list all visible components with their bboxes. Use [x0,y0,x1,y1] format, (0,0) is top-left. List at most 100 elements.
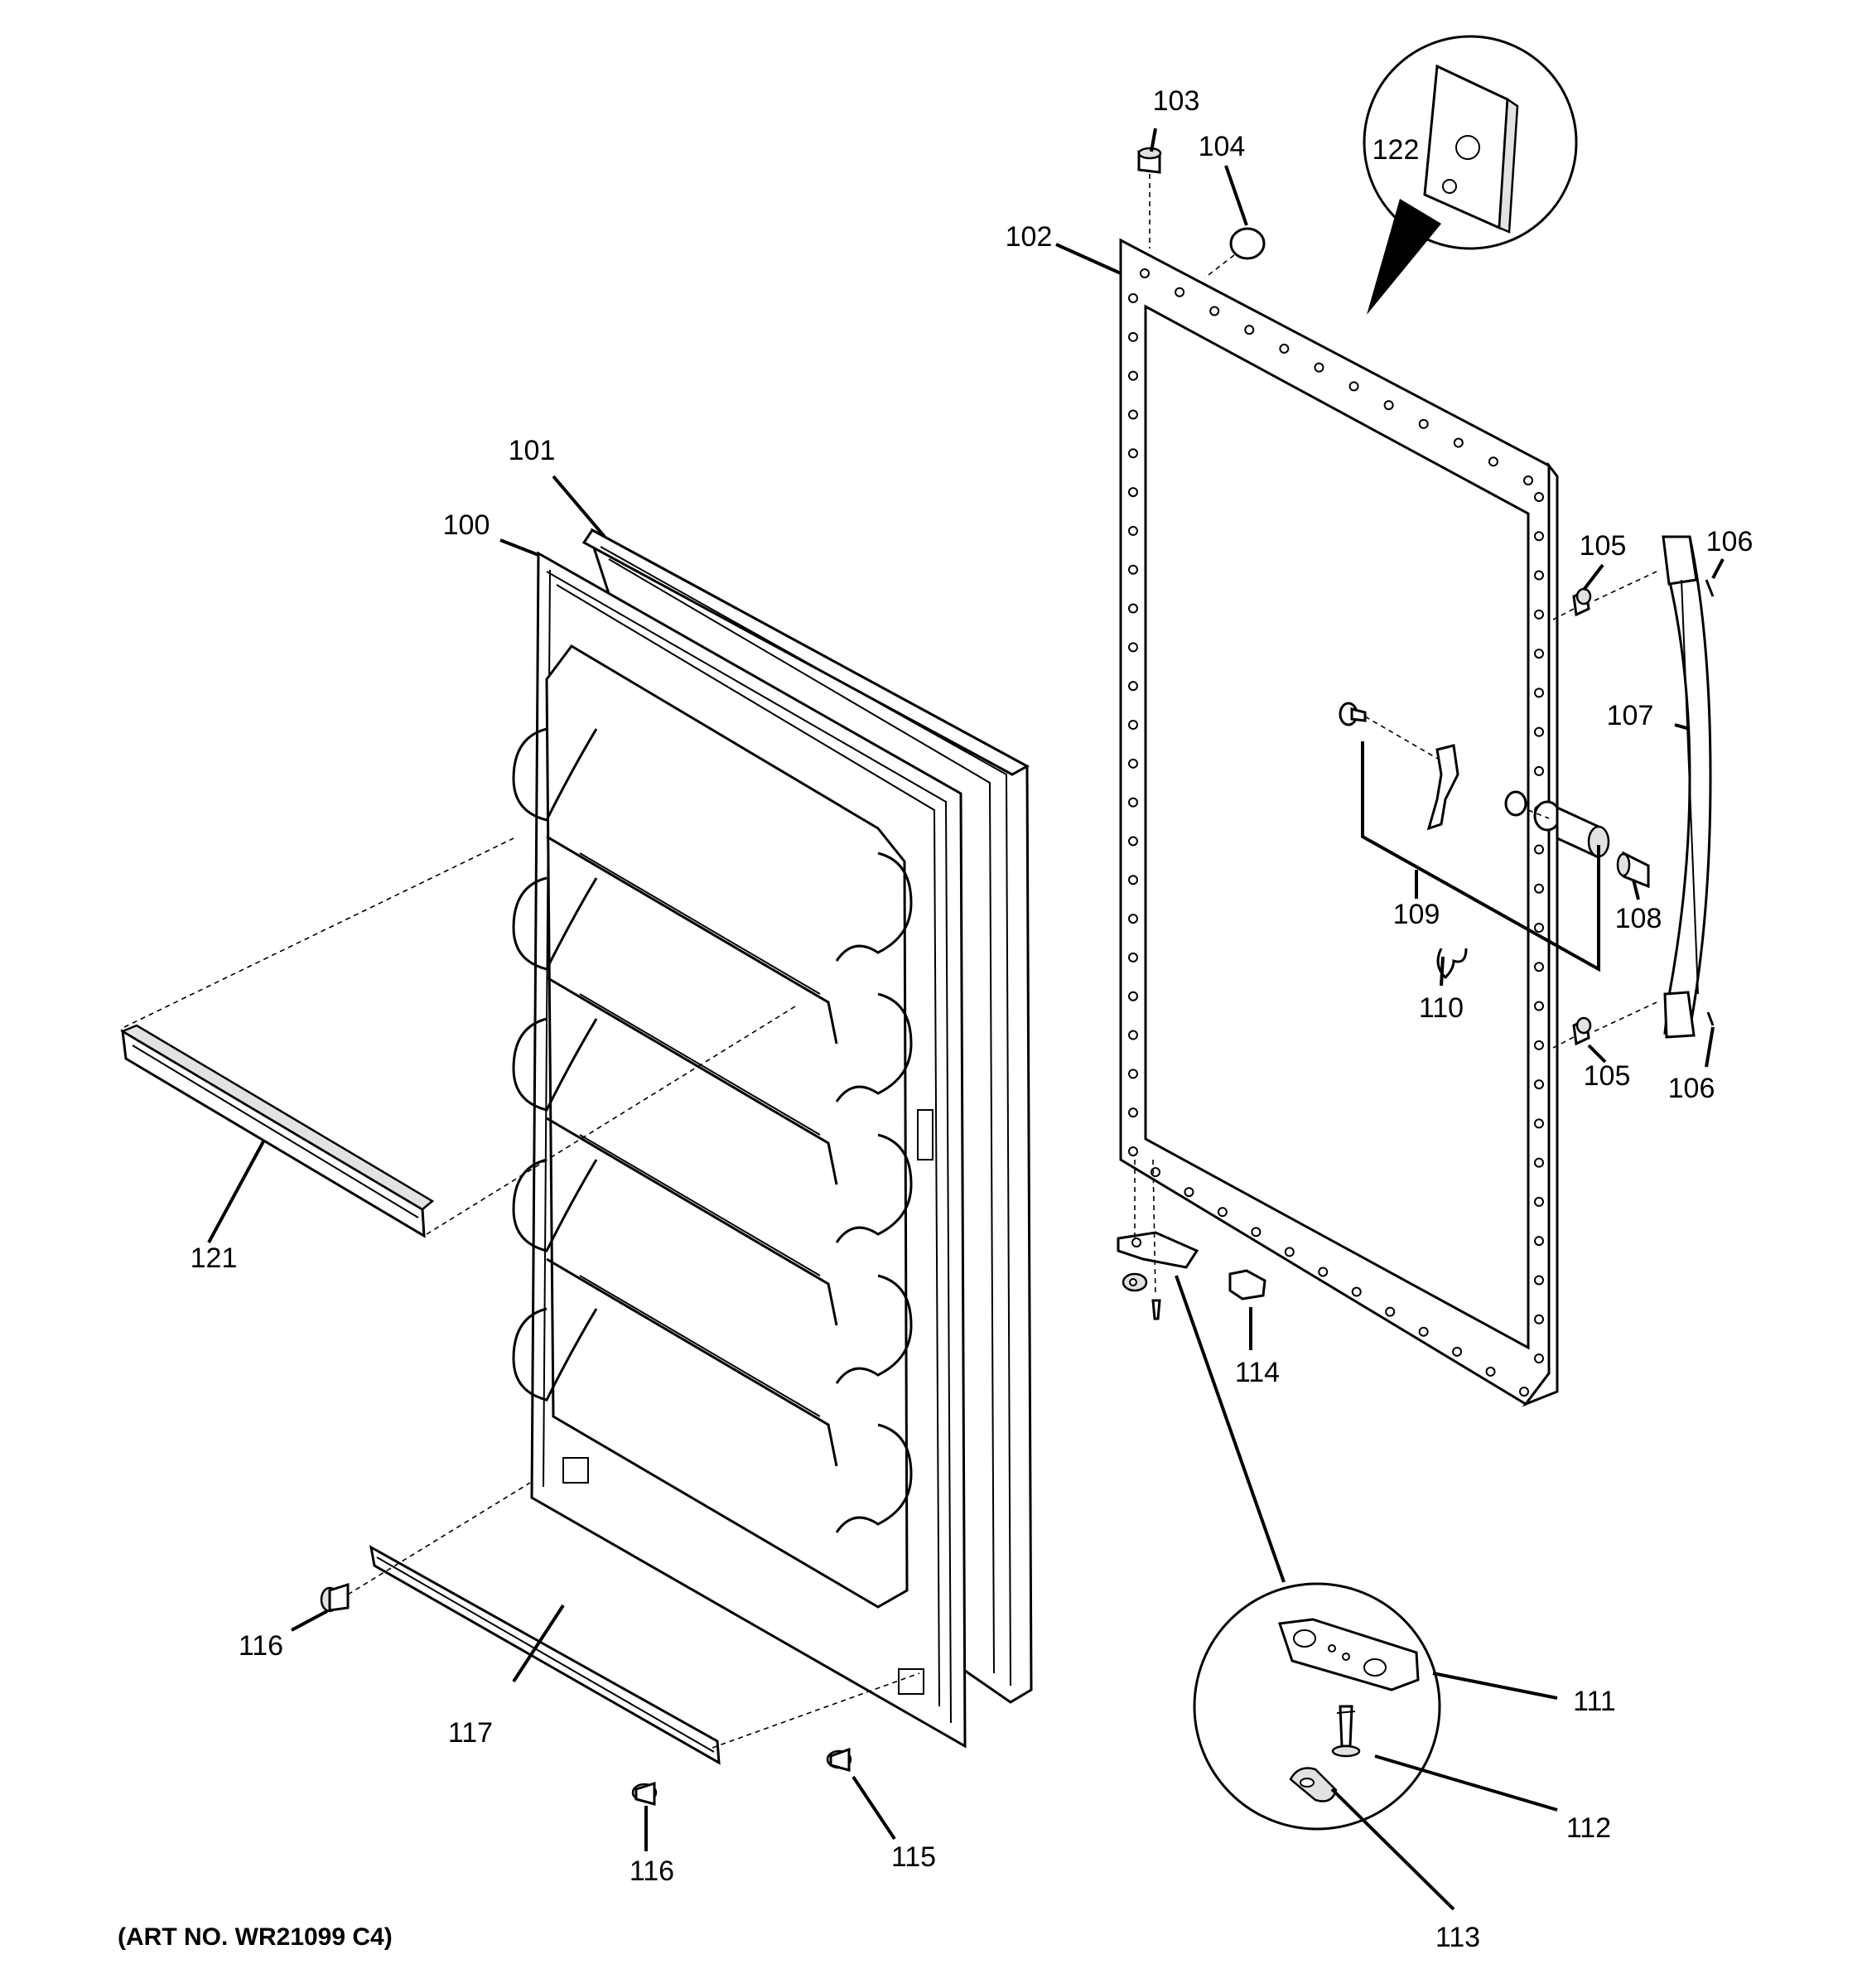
mounting-hole [1128,1069,1138,1079]
mounting-hole [1534,1157,1544,1168]
mounting-hole [1244,325,1255,335]
mounting-hole [1488,456,1498,467]
door-liner [512,551,967,1749]
mounting-hole [1140,268,1150,278]
callout-116-bottom: 116 [630,1855,674,1887]
bottom-trim-bar [369,1545,721,1765]
callout-labels: 101 100 102 103 104 122 105 106 107 108 … [118,85,1753,1953]
mounting-hole [1534,1079,1544,1090]
inset-control-circle [1363,35,1578,315]
mounting-hole [1184,1187,1194,1198]
callout-122: 122 [1373,134,1420,166]
mounting-hole [1251,1227,1262,1238]
mounting-hole [1209,306,1220,316]
callout-109: 109 [1393,899,1440,930]
mounting-hole [1128,797,1138,808]
mounting-hole [1485,1366,1496,1377]
mounting-hole [1128,331,1138,342]
mounting-hole [1128,370,1138,381]
callout-108: 108 [1615,903,1662,934]
mounting-hole [1279,343,1290,354]
mounting-hole [1519,1387,1529,1397]
mounting-hole [1534,1040,1544,1050]
mounting-hole [1452,1346,1463,1357]
screw-106-top [1705,579,1715,597]
mounting-hole [1284,1247,1295,1257]
mounting-hole [1534,1196,1544,1207]
callout-110: 110 [1419,992,1464,1024]
callout-107: 107 [1607,700,1654,731]
mounting-hole [1534,1001,1544,1011]
callout-121: 121 [191,1242,238,1274]
mounting-hole [1128,603,1138,614]
mounting-hole [1128,952,1138,963]
mounting-hole [1314,362,1324,373]
screw-106-bottom [1706,1011,1715,1026]
mounting-hole [1128,681,1138,692]
mounting-hole [1128,1107,1138,1118]
plug-103 [1137,147,1162,248]
callout-106-top: 106 [1706,526,1754,557]
mounting-hole [1128,1030,1138,1040]
mounting-hole [1128,448,1138,459]
callout-100: 100 [443,509,490,541]
mounting-hole [1534,570,1544,581]
mounting-hole [1128,914,1138,924]
mounting-hole [1534,609,1544,620]
mounting-hole [1385,1306,1396,1317]
mounting-hole [1534,923,1544,933]
mounting-hole [1217,1207,1228,1218]
push-pin-116-bottom [631,1781,658,1806]
mounting-hole [1534,883,1544,894]
mounting-hole [1128,642,1138,653]
mounting-hole [1348,381,1359,392]
outer-door-panel [1119,238,1559,1407]
screw-105-top [1552,587,1592,620]
mounting-hole [1128,409,1138,420]
callout-102: 102 [1006,221,1053,253]
mounting-hole [1534,688,1544,698]
callout-105-bottom: 105 [1584,1060,1631,1092]
lock-assembly [1339,702,1650,980]
callout-115: 115 [891,1841,936,1873]
assembly-lines-left [123,837,920,1749]
mounting-hole [1534,844,1544,855]
mounting-hole [1534,1118,1544,1129]
callout-114: 114 [1235,1357,1280,1388]
mounting-hole [1534,649,1544,659]
callout-111: 111 [1573,1686,1616,1717]
callout-106-bottom: 106 [1668,1073,1715,1104]
leader-lines [207,128,1725,1911]
mounting-hole [1128,991,1138,1001]
mounting-hole [1534,1353,1544,1363]
push-pin-116-left [320,1582,350,1613]
mounting-hole [1534,726,1544,737]
plug-104 [1204,227,1266,278]
callout-113: 113 [1435,1922,1480,1953]
mounting-hole [1128,720,1138,730]
door-handle [1662,535,1712,1039]
mounting-hole [1418,1326,1429,1337]
mounting-hole [1534,492,1544,502]
screw-105-bottom [1552,1016,1592,1049]
hinge-bracket-small [1117,1159,1199,1320]
callout-116-left: 116 [239,1630,283,1662]
callout-101: 101 [509,435,556,466]
mounting-hole [1128,758,1138,769]
callout-104: 104 [1199,131,1246,162]
callout-117: 117 [448,1717,493,1749]
art-number: (ART NO. WR21099 C4) [118,1923,393,1951]
callout-112: 112 [1566,1812,1611,1844]
mounting-hole [1534,1275,1544,1286]
mounting-hole [1534,962,1544,972]
mounting-hole [1128,875,1138,885]
callout-103: 103 [1153,85,1200,117]
mounting-hole [1128,293,1138,303]
inset-hinge-circle [1193,1582,1441,1831]
mounting-hole [1128,564,1138,575]
mounting-hole [1534,765,1544,776]
mounting-hole [1523,475,1533,485]
mounting-hole [1175,287,1185,297]
mounting-hole [1128,836,1138,847]
